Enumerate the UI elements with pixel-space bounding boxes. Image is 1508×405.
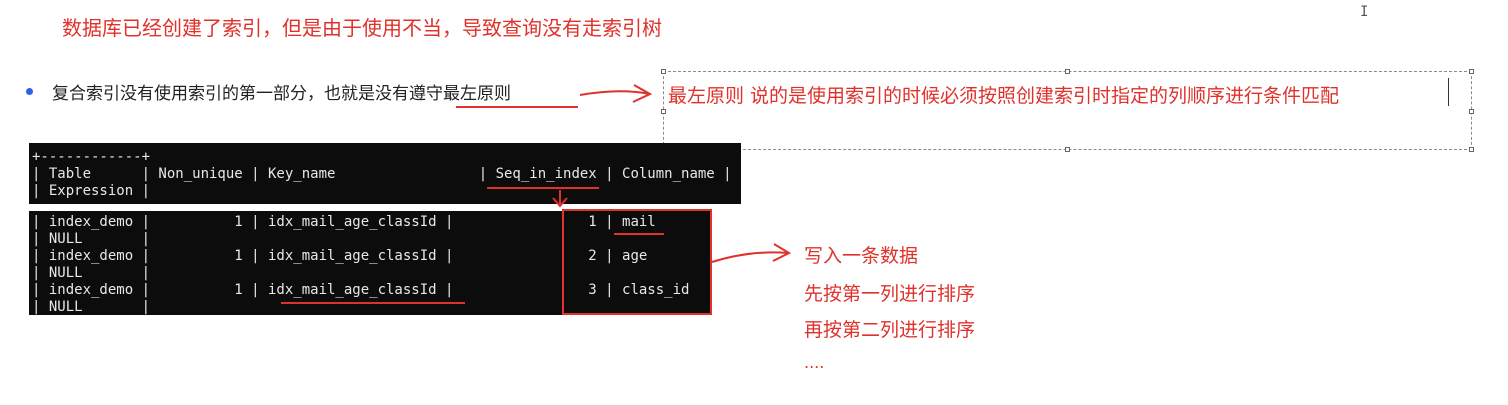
terminal-line: | NULL |	[32, 299, 151, 315]
note-line: 写入一条数据	[804, 245, 919, 267]
resize-handle-ml[interactable]	[661, 109, 666, 114]
terminal-line: | index_demo | 1 | idx_mail_age_classId …	[32, 248, 648, 264]
terminal-rows: | index_demo | 1 | idx_mail_age_classId …	[29, 211, 711, 315]
terminal-line: +------------+	[32, 149, 151, 165]
arrow-to-notes-icon	[711, 243, 792, 263]
bullet-point: 复合索引没有使用索引的第一部分，也就是没有遵守最左原则	[52, 79, 511, 104]
terminal-line: | Table | Non_unique | Key_name | Seq_in…	[32, 166, 732, 182]
arrow-down-icon	[552, 190, 568, 208]
note-line: ....	[804, 353, 825, 372]
underline-leftmost-principle	[456, 106, 578, 108]
column-order-highlight-box	[562, 209, 712, 315]
text-caret	[1448, 78, 1449, 106]
underline-key-name	[281, 302, 465, 304]
terminal-line: | index_demo | 1 | idx_mail_age_classId …	[32, 214, 656, 230]
terminal-line: | NULL |	[32, 265, 151, 281]
resize-handle-bc[interactable]	[1065, 147, 1070, 152]
terminal-line: | Expression |	[32, 183, 151, 199]
resize-handle-tl[interactable]	[661, 69, 666, 74]
resize-handle-tr[interactable]	[1469, 69, 1474, 74]
resize-handle-mr[interactable]	[1469, 109, 1474, 114]
bullet-underlined-text: 遵守最左原则	[409, 84, 511, 104]
terminal-header: +------------+| Table | Non_unique | Key…	[29, 143, 741, 204]
resize-handle-br[interactable]	[1469, 147, 1474, 152]
underline-mail	[614, 233, 664, 235]
textbox-text[interactable]: 最左原则 说的是使用索引的时候必须按照创建索引时指定的列顺序进行条件匹配	[668, 85, 1340, 107]
note-line: 先按第一列进行排序	[804, 283, 976, 305]
terminal-line: | index_demo | 1 | idx_mail_age_classId …	[32, 282, 690, 298]
arrow-to-definition-icon	[579, 84, 653, 103]
resize-handle-tc[interactable]	[1065, 69, 1070, 74]
text-cursor-icon: I	[1360, 4, 1369, 20]
bullet-text: 复合索引没有使用索引的第一部分，也就是没有	[52, 84, 409, 104]
bullet-dot-icon	[26, 88, 33, 95]
page-heading: 数据库已经创建了索引，但是由于使用不当，导致查询没有走索引树	[62, 16, 662, 40]
underline-seq-in-index	[487, 187, 599, 189]
note-line: 再按第二列进行排序	[804, 319, 976, 341]
terminal-line: | NULL |	[32, 231, 151, 247]
